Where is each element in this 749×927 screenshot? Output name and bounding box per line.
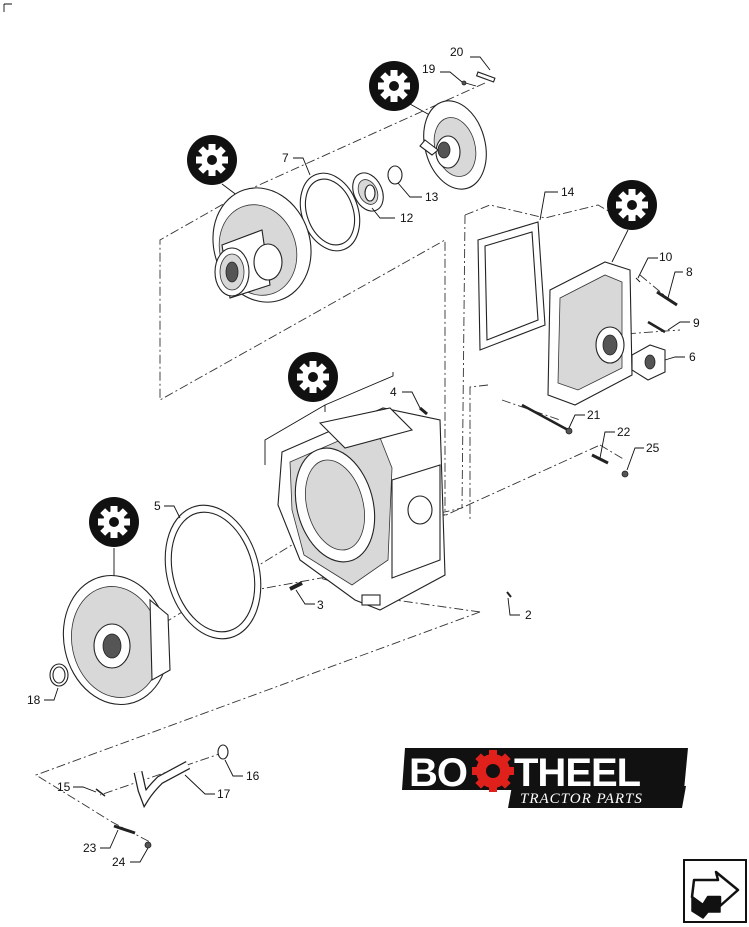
badge-leader-right	[611, 229, 629, 263]
gasket-5	[164, 504, 262, 640]
tube-17	[133, 761, 191, 809]
front-housing	[62, 574, 171, 706]
callout-7: 7	[282, 151, 289, 165]
callout-12: 12	[400, 211, 414, 225]
bolt-20	[475, 71, 496, 83]
gear-icon	[98, 506, 130, 538]
logo-tagline: TRACTOR PARTS	[520, 791, 643, 807]
callout-16: 16	[246, 769, 260, 783]
callout-3: 3	[317, 598, 324, 612]
callout-2: 2	[525, 608, 532, 622]
gear-icon	[378, 70, 410, 102]
callout-labels: 20 19 7 13 12 14 10 8 9 6 4 21 22 25 5 3…	[27, 45, 700, 869]
pin-2	[506, 591, 512, 598]
snap-ring-13	[387, 165, 403, 185]
bolt-23	[113, 824, 136, 835]
callout-20: 20	[450, 45, 464, 59]
plug-25	[621, 470, 629, 478]
gear-badge-bottom	[89, 497, 139, 547]
pin-15	[95, 788, 106, 797]
gear-badge-center	[288, 352, 338, 402]
callout-17: 17	[217, 787, 231, 801]
logo-word-left: BO	[409, 751, 467, 795]
callout-18: 18	[27, 693, 41, 707]
seal-18	[49, 663, 69, 687]
callout-8: 8	[686, 265, 693, 279]
logo-gear-icon	[472, 750, 514, 792]
logo-banner	[402, 748, 688, 790]
callout-4: 4	[390, 385, 397, 399]
pin-10	[635, 277, 641, 283]
next-page-button[interactable]	[683, 859, 747, 923]
callout-13: 13	[425, 190, 439, 204]
callout-14: 14	[561, 185, 575, 199]
transmission-case	[277, 407, 446, 611]
corner-mark	[3, 3, 12, 12]
gear-badge-top	[369, 61, 419, 111]
callout-15: 15	[57, 780, 71, 794]
gear-badge-right	[607, 180, 657, 230]
callout-6: 6	[689, 350, 696, 364]
callout-5: 5	[154, 499, 161, 513]
bolt-19	[461, 80, 477, 87]
gear-icon	[196, 144, 228, 176]
bootheel-logo: BO THEEL TRACTOR PARTS	[402, 748, 688, 808]
gasket-14	[477, 221, 546, 351]
pump-cover-plate	[419, 100, 487, 190]
pin-4	[419, 406, 428, 416]
gasket-7	[299, 172, 361, 252]
gear-icon	[297, 361, 329, 393]
gear-icon	[616, 189, 648, 221]
bolt-9	[647, 320, 666, 334]
bolt-8	[656, 290, 678, 307]
logo-tagline-banner	[508, 786, 686, 808]
callout-19: 19	[422, 62, 436, 76]
callout-24: 24	[112, 855, 126, 869]
callout-22: 22	[617, 425, 631, 439]
callout-leaders	[44, 56, 690, 863]
callout-21: 21	[587, 408, 601, 422]
callout-23: 23	[83, 841, 97, 855]
callout-25: 25	[646, 441, 660, 455]
pin-3	[289, 581, 303, 591]
callout-10: 10	[659, 250, 673, 264]
plug-24	[144, 841, 152, 849]
o-ring-16	[217, 744, 229, 760]
rod-21	[521, 403, 573, 435]
rear-cover	[547, 261, 633, 406]
callout-9: 9	[693, 316, 700, 330]
clutch-drum	[212, 187, 312, 303]
gear-badge-left	[187, 135, 237, 185]
fitting-6	[631, 344, 666, 381]
next-page-arrow-icon	[690, 870, 740, 919]
stud-22	[591, 453, 609, 465]
bearing-12	[352, 172, 384, 212]
logo-word-right: THEEL	[514, 751, 641, 795]
